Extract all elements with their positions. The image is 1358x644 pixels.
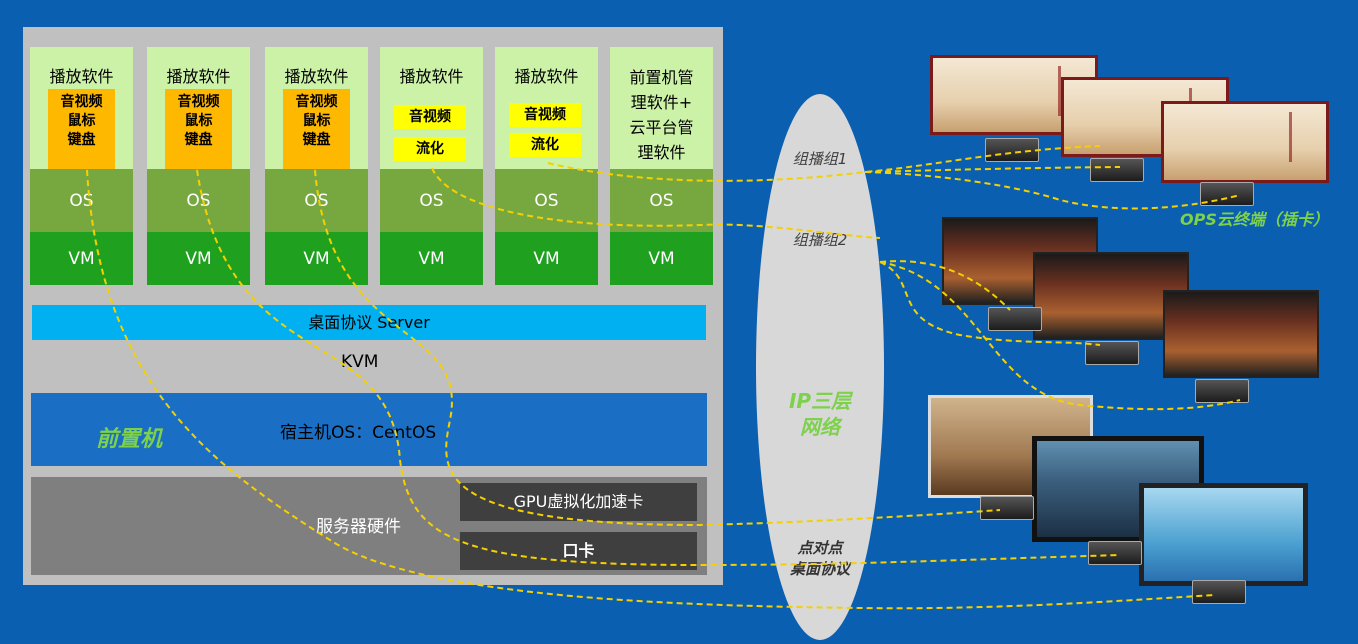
app-area: 前置机管 理软件+ 云平台管 理软件 [610, 47, 713, 169]
app-area: 播放软件 音视频 鼠标 键盘 [147, 47, 250, 169]
p2p-link [86, 169, 1216, 610]
multicast-1-link [547, 145, 1101, 182]
management-software-label: 前置机管 理软件+ 云平台管 理软件 [610, 65, 713, 165]
gpu-card: GPU虚拟化加速卡 [460, 483, 697, 521]
p2p-link [314, 169, 1001, 527]
os-layer: OS [30, 169, 133, 232]
mgmt-line: 前置机管 [629, 68, 694, 87]
host-os-label: 宿主机OS：CentOS [280, 423, 437, 443]
app-area: 播放软件 音视频 流化 [380, 47, 483, 169]
os-layer: OS [147, 169, 250, 232]
streaming-badge: 流化 [509, 133, 581, 157]
streaming-badge: 流化 [394, 137, 466, 161]
av-badge: 音视频 [394, 105, 466, 129]
display-screen [1163, 290, 1319, 378]
multicast-2-link [879, 261, 1101, 346]
av-badge: 音视频 [509, 103, 581, 127]
ops-terminal-box [1090, 158, 1144, 182]
os-layer: OS [495, 169, 598, 232]
front-machine-label: 前置机 [96, 427, 163, 452]
mgmt-line: 云平台管 [629, 118, 694, 137]
av-mouse-keyboard-module: 音视频 鼠标 键盘 [283, 89, 350, 169]
vm-layer: VM [265, 232, 368, 285]
display-screen [1139, 483, 1308, 586]
os-layer: OS [380, 169, 483, 232]
vm-column-6: 前置机管 理软件+ 云平台管 理软件 OS VM [610, 47, 713, 285]
ops-terminal-box [1088, 541, 1142, 565]
host-os-layer [31, 393, 707, 466]
module-line: 键盘 [302, 132, 331, 148]
vm-column-2: 播放软件 音视频 鼠标 键盘 OS VM [147, 47, 250, 285]
vm-column-1: 播放软件 音视频 鼠标 键盘 OS VM [30, 47, 133, 285]
vm-column-5: 播放软件 音视频 流化 OS VM [495, 47, 598, 285]
multicast-2-link [431, 167, 881, 239]
ops-terminal-box [1192, 580, 1246, 604]
ip-line: IP三层 [788, 389, 852, 413]
player-software-label: 播放软件 [399, 67, 464, 86]
p2p-link [196, 169, 1121, 567]
multicast-2-link [879, 260, 1011, 311]
ops-terminal-box [980, 496, 1034, 520]
vm-column-4: 播放软件 音视频 流化 OS VM [380, 47, 483, 285]
multicast-1-link [864, 166, 1121, 173]
mgmt-line: 理软件+ [630, 93, 693, 112]
kvm-label: KVM [341, 352, 379, 372]
player-software-label: 播放软件 [284, 67, 349, 86]
ops-terminal-box [1195, 379, 1249, 403]
module-line: 鼠标 [184, 113, 213, 129]
vm-column-3: 播放软件 音视频 鼠标 键盘 OS VM [265, 47, 368, 285]
vm-layer: VM [610, 232, 713, 285]
mgmt-line: 理软件 [637, 143, 686, 162]
os-layer: OS [265, 169, 368, 232]
av-mouse-keyboard-module: 音视频 鼠标 键盘 [165, 89, 232, 169]
vm-layer: VM [495, 232, 598, 285]
module-line: 键盘 [67, 132, 96, 148]
player-software-label: 播放软件 [514, 67, 579, 86]
ops-terminal-box [988, 307, 1042, 331]
module-line: 鼠标 [67, 113, 96, 129]
vm-layer: VM [30, 232, 133, 285]
multicast-2-link [879, 261, 1241, 411]
server-hardware-label: 服务器硬件 [316, 517, 401, 537]
ip-line: 网络 [800, 415, 840, 439]
module-line: 音视频 [295, 94, 338, 110]
module-line: 鼠标 [302, 113, 331, 129]
module-line: 音视频 [177, 94, 220, 110]
multicast-group-2-label: 组播组2 [792, 231, 848, 249]
app-area: 播放软件 音视频 鼠标 键盘 [30, 47, 133, 169]
display-screen [1161, 101, 1329, 183]
p2p-line: 点对点 [797, 539, 843, 557]
module-line: 音视频 [60, 94, 103, 110]
vm-layer: VM [380, 232, 483, 285]
ops-terminal-label: OPS云终端（插卡） [1180, 210, 1329, 229]
ops-terminal-box [1200, 182, 1254, 206]
app-area: 播放软件 音视频 鼠标 键盘 [265, 47, 368, 169]
ops-terminal-box [1085, 341, 1139, 365]
desktop-protocol-server: 桌面协议 Server [32, 305, 706, 340]
module-line: 键盘 [184, 132, 213, 148]
ip-layer3-network-label: IP三层 网络 [770, 388, 870, 440]
player-software-label: 播放软件 [166, 67, 231, 86]
vm-layer: VM [147, 232, 250, 285]
ip-network-ellipse [756, 94, 884, 640]
app-area: 播放软件 音视频 流化 [495, 47, 598, 169]
multicast-group-1-label: 组播组1 [792, 150, 848, 168]
multicast-1-link [864, 171, 1241, 210]
network-card: 口卡 [460, 532, 697, 570]
av-mouse-keyboard-module: 音视频 鼠标 键盘 [48, 89, 115, 169]
player-software-label: 播放软件 [49, 67, 114, 86]
